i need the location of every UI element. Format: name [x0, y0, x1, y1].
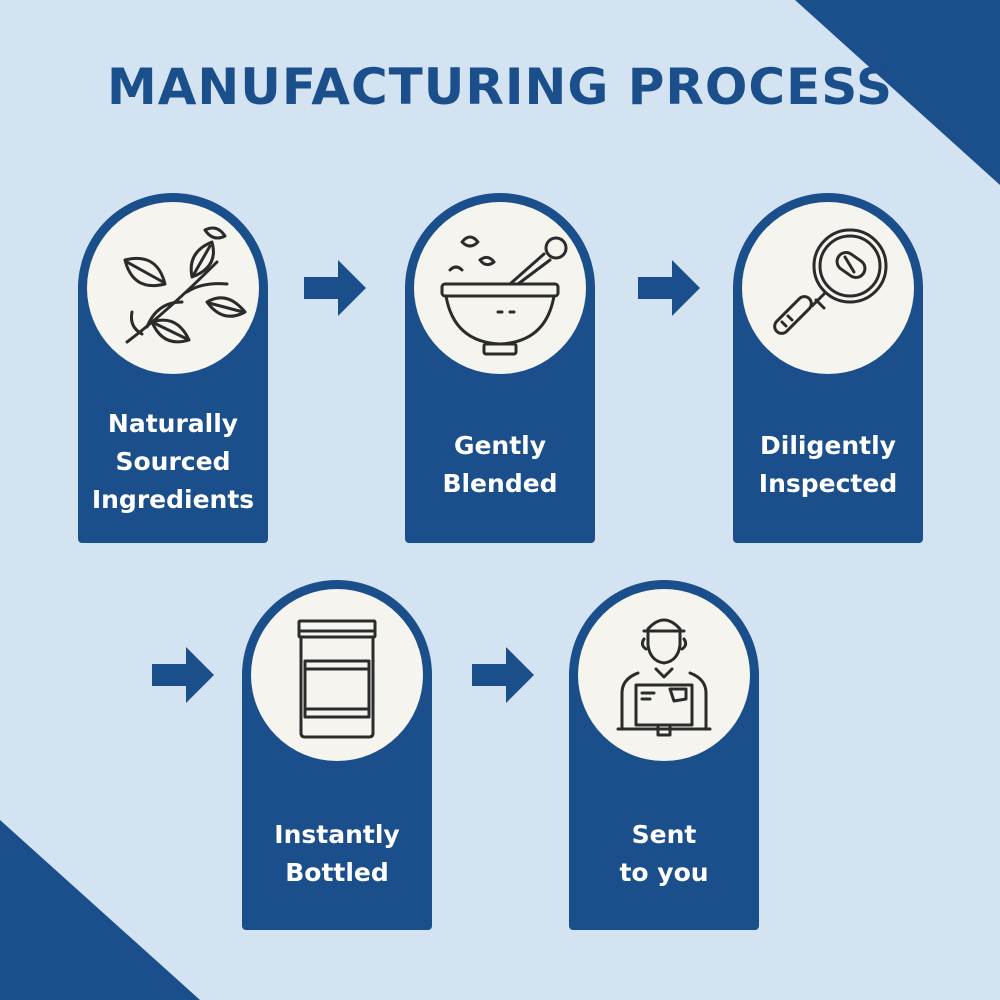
step-card-1: Naturally Sourced Ingredients	[78, 193, 268, 543]
page-title: MANUFACTURING PROCESS	[106, 58, 894, 116]
arrow-right-icon	[472, 647, 534, 703]
step-label-2: Gently Blended	[442, 431, 558, 498]
step-card-3: Diligently Inspected	[733, 193, 923, 543]
jar-icon	[251, 589, 423, 761]
step-card-2: Gently Blended	[405, 193, 595, 543]
magnifier-capsule-icon	[742, 202, 914, 374]
leaves-icon	[87, 202, 259, 374]
delivery-person-icon	[578, 589, 750, 761]
step-label-4: Instantly Bottled	[274, 820, 400, 887]
mortar-pestle-icon	[414, 202, 586, 374]
corner-decoration-bottom-left	[0, 820, 200, 1000]
step-label-3: Diligently Inspected	[758, 431, 898, 498]
arrow-right-icon	[152, 647, 214, 703]
arrow-right-icon	[304, 260, 366, 316]
step-card-5: Sent to you	[569, 580, 759, 930]
step-card-4: Instantly Bottled	[242, 580, 432, 930]
arrow-right-icon	[638, 260, 700, 316]
step-label-1: Naturally Sourced Ingredients	[91, 409, 255, 514]
step-label-5: Sent to you	[619, 820, 709, 887]
